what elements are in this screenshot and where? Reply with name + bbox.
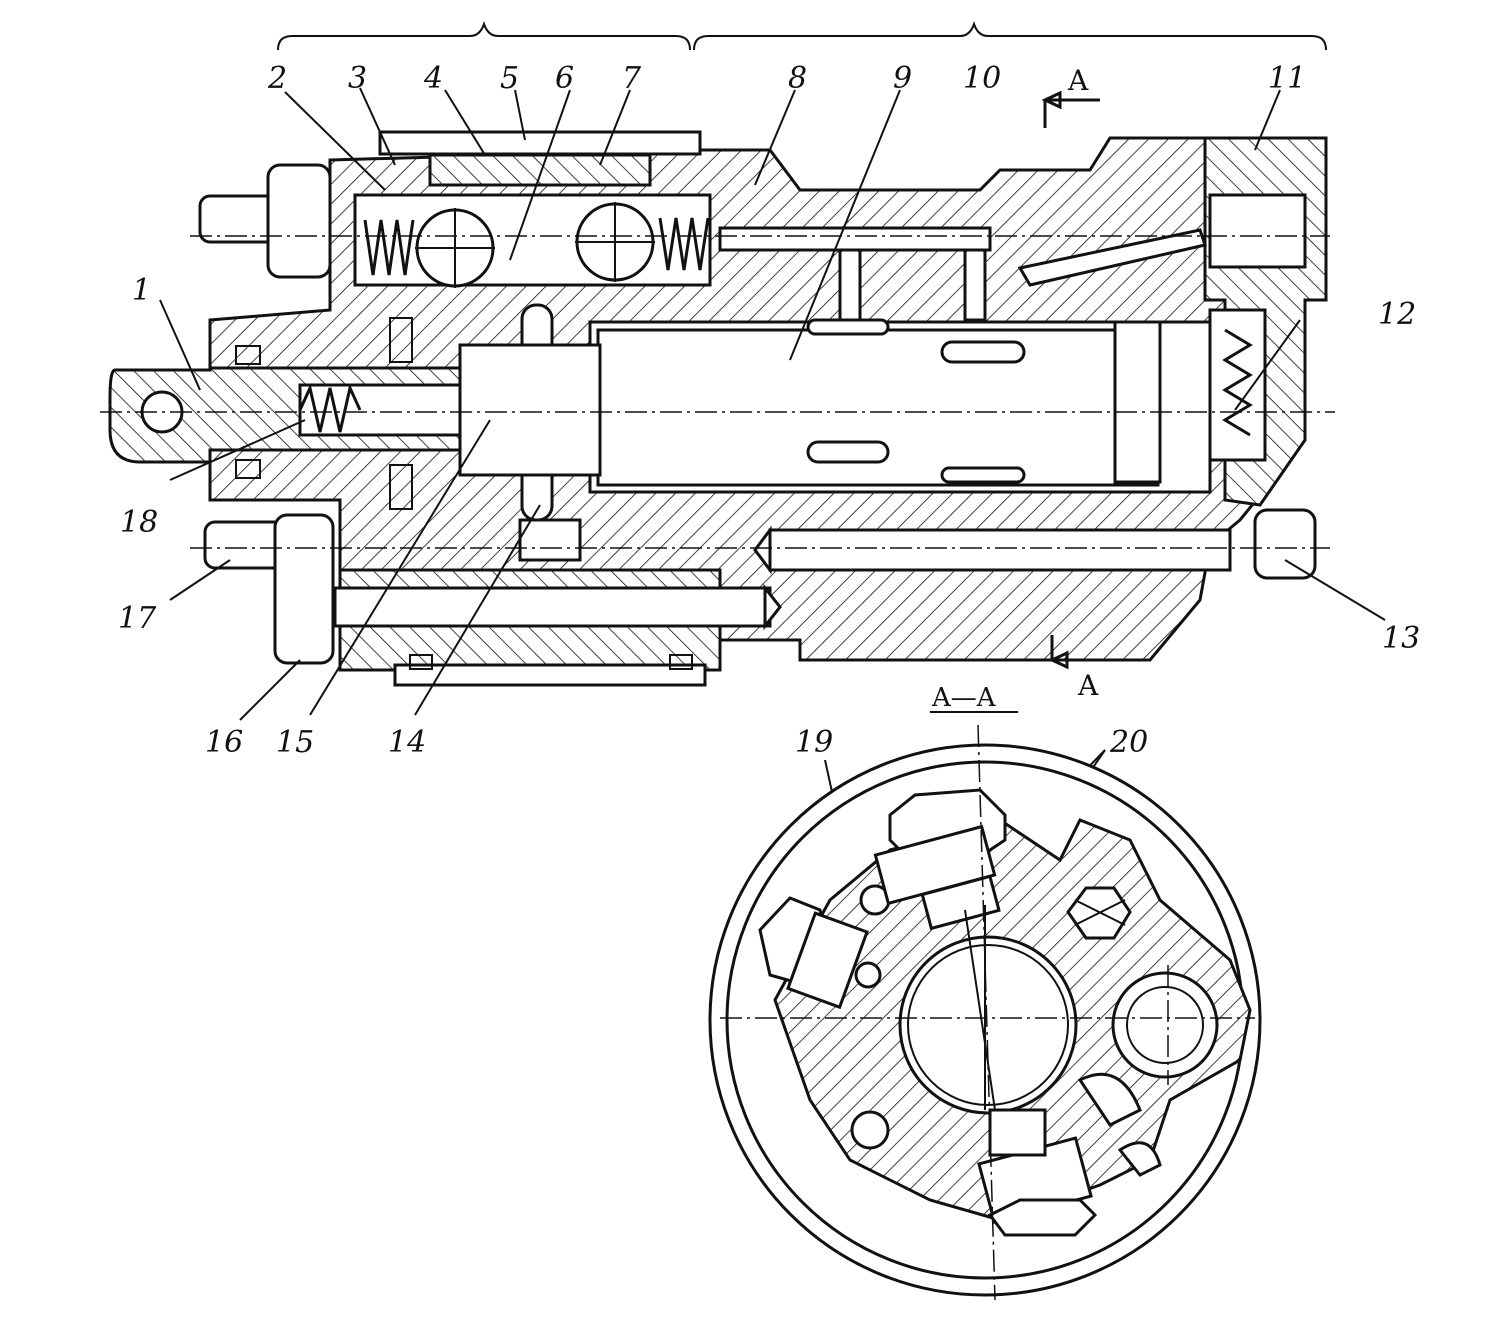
top-sleeve xyxy=(378,130,702,156)
spring-right xyxy=(658,217,710,271)
groove-3 xyxy=(806,440,890,464)
sleeve-7 xyxy=(428,153,652,187)
spool xyxy=(596,328,1160,487)
longitudinal-section: A A xyxy=(100,20,1386,966)
label-11: 11 xyxy=(1268,61,1306,96)
label-1: 1 xyxy=(132,273,151,308)
section-mark-bottom xyxy=(1050,635,1110,662)
section-mark-top xyxy=(1043,98,1100,128)
tie-rod-13 xyxy=(768,528,1232,572)
label-7: 7 xyxy=(622,61,642,96)
label-13: 13 xyxy=(1382,621,1420,656)
label-17: 17 xyxy=(118,601,157,636)
spring-18 xyxy=(298,383,362,433)
groove-2 xyxy=(940,340,1026,364)
section-marker-bottom: A xyxy=(1077,669,1099,702)
label-18: 18 xyxy=(120,505,158,540)
bottom-plate xyxy=(393,663,707,687)
brace-group-10 xyxy=(693,20,1327,51)
label-6: 6 xyxy=(555,61,574,96)
valve-chamber xyxy=(353,193,712,287)
label-14: 14 xyxy=(388,725,426,760)
groove-1 xyxy=(806,318,890,336)
spring-left xyxy=(363,219,415,276)
spool-land xyxy=(1113,320,1162,484)
bolt-13-head xyxy=(1253,508,1317,580)
groove-4 xyxy=(940,466,1026,484)
tie-rod-16 xyxy=(333,586,772,628)
central-bore xyxy=(898,935,1078,1115)
brace-group-3 xyxy=(277,20,691,51)
right-boss xyxy=(1111,971,1219,1079)
section-title: A—A xyxy=(931,683,997,713)
part-labels: 1 2 3 4 5 6 7 8 9 10 11 12 13 14 15 16 1… xyxy=(118,61,1420,760)
label-19: 19 xyxy=(795,725,833,760)
label-15: 15 xyxy=(276,725,314,760)
label-5: 5 xyxy=(500,61,519,96)
section-marker-top: A xyxy=(1067,64,1089,97)
label-10: 10 xyxy=(963,61,1001,96)
bolt-17 xyxy=(203,520,287,570)
label-8: 8 xyxy=(788,61,807,96)
label-4: 4 xyxy=(423,61,443,96)
nut-17 xyxy=(273,513,335,665)
label-16: 16 xyxy=(205,725,243,760)
cross-section-a-a: A—A xyxy=(708,683,1262,1301)
nut-top-left xyxy=(266,163,332,279)
label-12: 12 xyxy=(1378,297,1416,332)
label-20: 20 xyxy=(1109,725,1148,760)
label-2: 2 xyxy=(267,61,287,96)
label-9: 9 xyxy=(893,61,912,96)
label-3: 3 xyxy=(348,61,367,96)
spring-12 xyxy=(1222,328,1253,437)
